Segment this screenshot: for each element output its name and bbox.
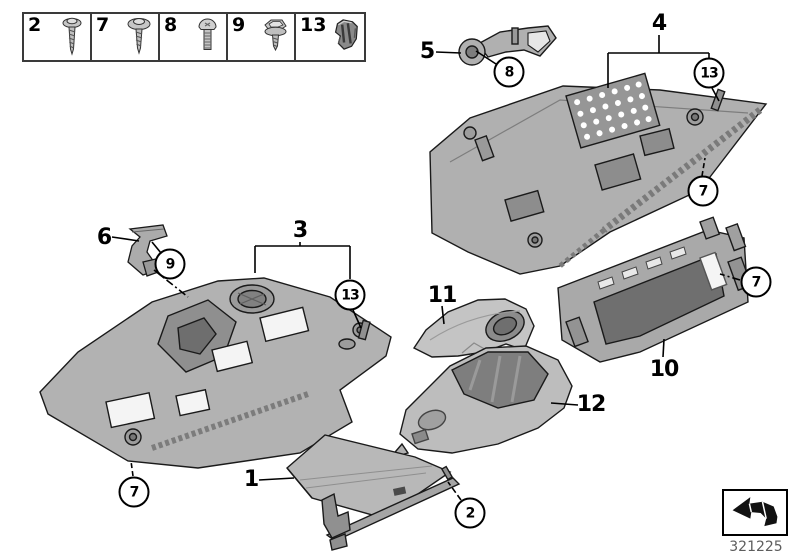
callout-label-11[interactable]: 11 xyxy=(427,283,458,308)
part-12-drawing xyxy=(387,345,573,460)
callout-circle-7-b[interactable]: 7 xyxy=(740,266,772,298)
callout-circle-8[interactable]: 8 xyxy=(493,56,525,88)
spring-clip-icon xyxy=(334,19,358,50)
legend-cell-tapping-screw[interactable]: 2 xyxy=(24,14,92,60)
legend-cell-clip[interactable]: 13 xyxy=(296,14,364,60)
callout-circle-9[interactable]: 9 xyxy=(154,248,186,280)
callout-label-12[interactable]: 12 xyxy=(576,392,607,417)
callout-label-1[interactable]: 1 xyxy=(243,467,259,492)
legend-number: 8 xyxy=(164,14,178,36)
callout-circle-13-a[interactable]: 13 xyxy=(693,57,725,89)
part-3-drawing xyxy=(39,277,392,469)
page-turn-arrow-icon xyxy=(732,496,778,526)
legend-cell-hex-screw[interactable]: 9 xyxy=(228,14,296,60)
callout-circle-7-c[interactable]: 7 xyxy=(118,476,150,508)
callout-label-5[interactable]: 5 xyxy=(419,39,435,64)
machine-screw-icon xyxy=(198,18,217,50)
callout-circle-13-b[interactable]: 13 xyxy=(334,279,366,311)
legend-cell-machine-screw[interactable]: 8 xyxy=(160,14,228,60)
legend-number: 13 xyxy=(300,14,327,36)
fastener-legend: 2 7 8 xyxy=(22,12,366,62)
callout-label-4[interactable]: 4 xyxy=(651,11,667,36)
part-11-drawing xyxy=(412,298,535,358)
legend-number: 2 xyxy=(28,14,42,36)
part-1-drawing xyxy=(286,434,461,551)
part-10-drawing xyxy=(557,216,753,363)
washer-head-screw-icon xyxy=(127,18,151,55)
legend-number: 9 xyxy=(232,14,246,36)
callout-label-3[interactable]: 3 xyxy=(292,218,308,243)
part-5-drawing xyxy=(458,25,557,66)
callout-label-6[interactable]: 6 xyxy=(96,225,112,250)
logo-box xyxy=(722,489,788,536)
hex-flange-screw-icon xyxy=(264,19,287,52)
tapping-screw-icon xyxy=(62,17,82,56)
part-4-drawing xyxy=(429,72,768,275)
legend-number: 7 xyxy=(96,14,110,36)
diagram-number: 321225 xyxy=(729,539,783,555)
callout-circle-2[interactable]: 2 xyxy=(454,497,486,529)
callout-circle-7-a[interactable]: 7 xyxy=(687,175,719,207)
callout-label-10[interactable]: 10 xyxy=(649,357,680,382)
legend-cell-washer-screw[interactable]: 7 xyxy=(92,14,160,60)
